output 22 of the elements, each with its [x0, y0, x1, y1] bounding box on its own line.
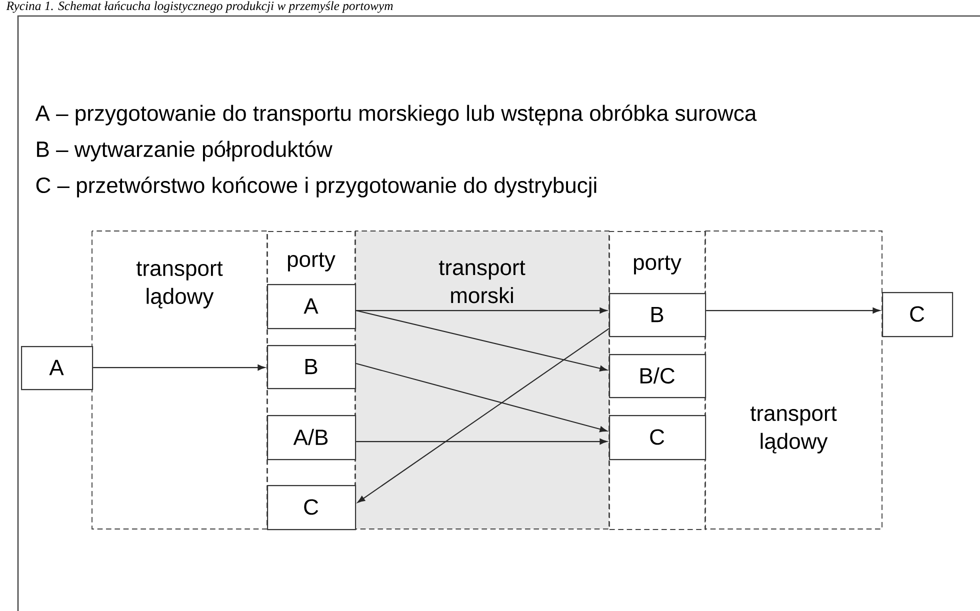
- figure-title: Rycina 1. Schemat łańcucha logistycznego produkcji w przemyśle portowym: [6, 1, 393, 13]
- arrow: [706, 308, 880, 314]
- legend-line: C – przetwórstwo końcowe i przygotowanie do dystrybucji: [36, 176, 596, 198]
- arrow: [357, 328, 610, 503]
- legend-line: A – przygotowanie do transportu morskiego lub wstępna obróbka surowca: [35, 104, 757, 126]
- arrow: [93, 364, 266, 370]
- transport-band: transport lądowy: [92, 230, 268, 530]
- arrow: [356, 363, 608, 432]
- arrow: [356, 308, 608, 314]
- process-box: C: [882, 292, 954, 338]
- process-box: A: [267, 284, 356, 330]
- process-box: B: [267, 345, 356, 390]
- legend-line: B – wytwarzanie półproduktów: [37, 140, 332, 162]
- process-box: B/C: [609, 354, 706, 398]
- process-box: A: [21, 346, 94, 390]
- process-box: B: [609, 293, 706, 338]
- process-box: A/B: [267, 415, 356, 460]
- arrow: [356, 438, 608, 444]
- process-box: C: [609, 415, 706, 460]
- transport-band: transport morski: [354, 230, 610, 530]
- process-box: C: [267, 485, 356, 530]
- arrow: [356, 310, 608, 372]
